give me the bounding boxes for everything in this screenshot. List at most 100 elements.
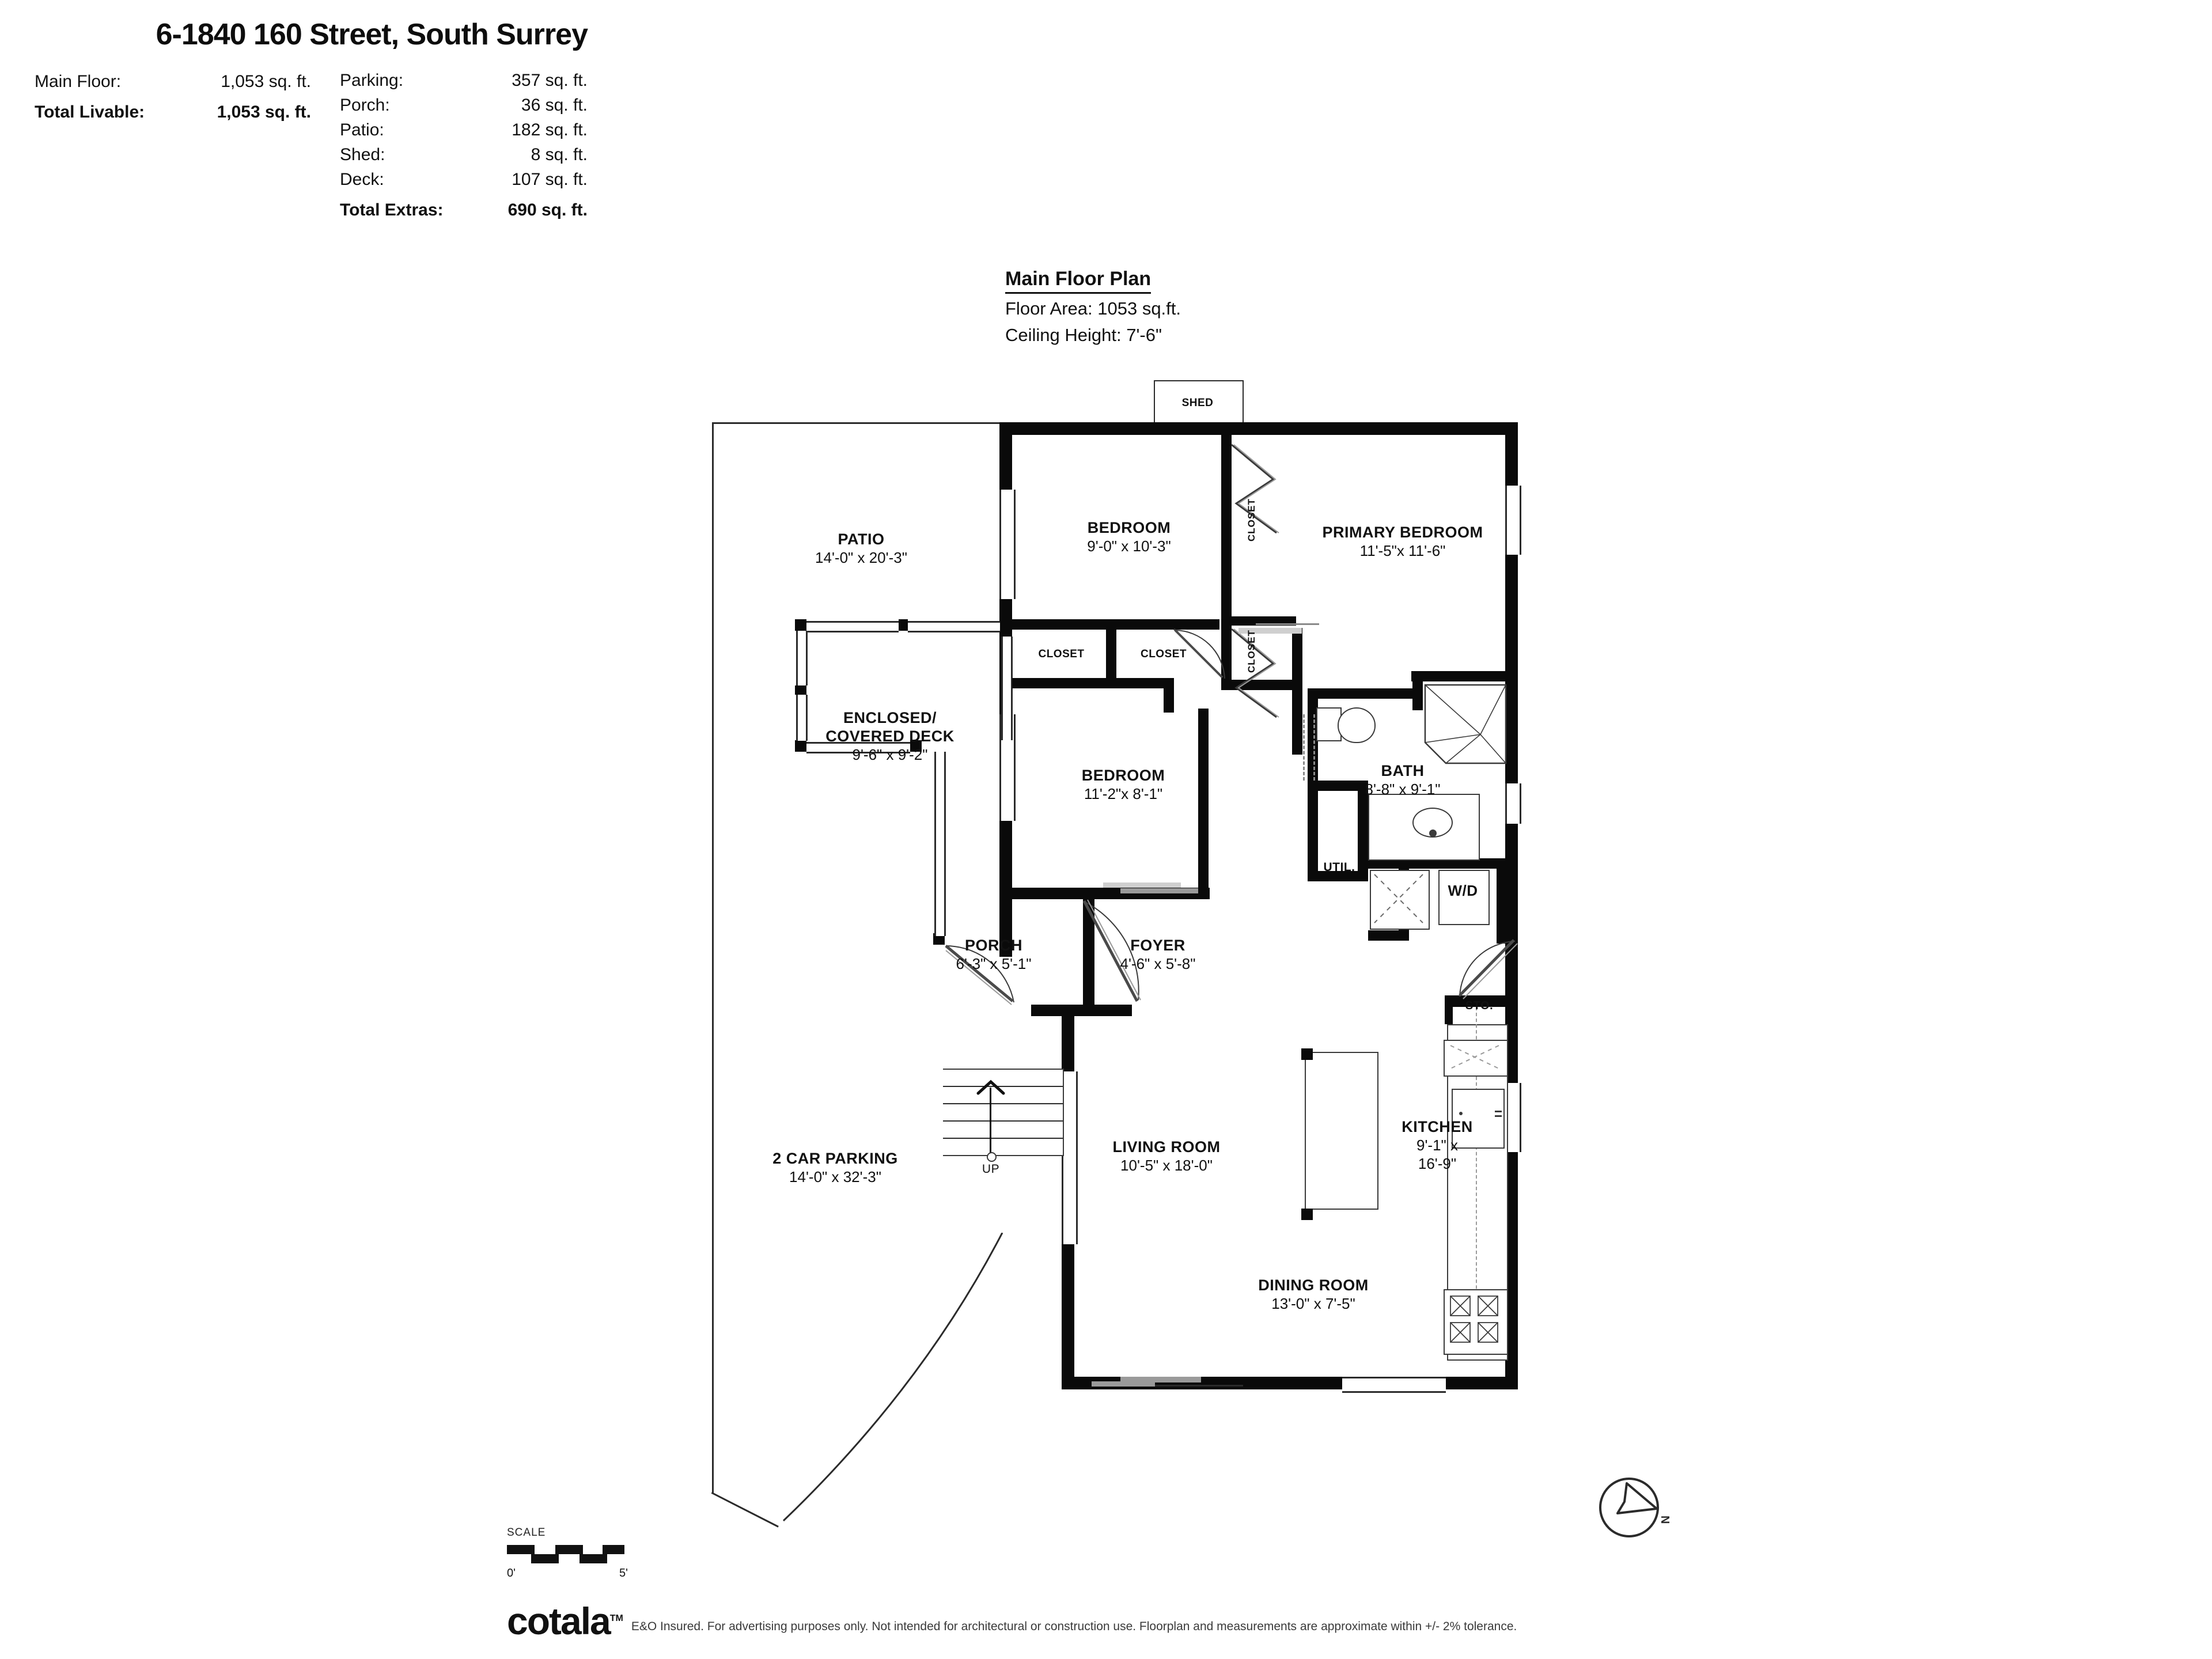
area-row-shed: Shed: 8 sq. ft. <box>340 142 588 167</box>
room-dims: 6'-3" x 5'-1" <box>956 955 1032 972</box>
hall-to-kitchen-door-icon <box>1459 939 1518 999</box>
room-dims-line2: 16'-9" <box>1418 1155 1457 1172</box>
room-label-washer-dryer: W/D <box>1438 881 1487 900</box>
bath-pocket-door-icon2 <box>1313 714 1315 781</box>
disclaimer-text: E&O Insured. For advertising purposes on… <box>631 1620 1517 1633</box>
scale-label: SCALE <box>507 1527 546 1539</box>
closet-bifold-door-lower-icon <box>1231 628 1279 718</box>
stair-tread-3 <box>943 1120 1063 1122</box>
plan-floor-area: Floor Area: 1053 sq.ft. <box>1005 298 1181 319</box>
bottom-slider-rail <box>1120 1377 1201 1382</box>
closet-bifold-door-upper-icon <box>1231 444 1279 534</box>
stair-tread-1 <box>943 1086 1063 1087</box>
range-burners-icon <box>1450 1296 1498 1343</box>
room-name: BEDROOM <box>1087 519 1171 536</box>
room-label-storage: STO. <box>1452 997 1507 1015</box>
area-label: Main Floor: <box>35 72 122 91</box>
stairs-up-label: UP <box>956 1160 1025 1179</box>
driveway-curve <box>782 1233 1003 1522</box>
area-value: 36 sq. ft. <box>521 96 588 115</box>
area-row-patio: Patio: 182 sq. ft. <box>340 118 588 142</box>
room-dims: 10'-5" x 18'-0" <box>1120 1157 1213 1174</box>
refrigerator-icon <box>1452 1089 1505 1149</box>
bottom-slider-rail2 <box>1092 1381 1155 1387</box>
deck-railing-left2 <box>796 695 808 741</box>
bedroom-mid-door-slider <box>1103 882 1181 888</box>
wall-bath-left <box>1308 688 1318 781</box>
deck-railing-right <box>1001 637 1013 740</box>
room-name: SHED <box>1181 397 1214 409</box>
room-dims: 4'-6" x 5'-8" <box>1120 955 1196 972</box>
wall-hall-closet-right <box>1164 678 1174 713</box>
window-left-bedroom-mid <box>999 714 1016 821</box>
primary-door-slider-rail <box>1256 623 1319 625</box>
closet-label-primary-lower: CLOSET <box>1246 630 1257 673</box>
logo-text: cotala <box>507 1600 611 1642</box>
room-name: FOYER <box>1130 937 1185 954</box>
wall-laundry-bottom <box>1368 930 1406 941</box>
area-label: Porch: <box>340 96 390 115</box>
stair-pivot-icon <box>987 1152 997 1162</box>
room-label-porch: PORCH 6'-3" x 5'-1" <box>922 936 1066 973</box>
cotala-logo: cotalaTM <box>507 1601 623 1640</box>
area-label: Parking: <box>340 71 404 90</box>
bath-pocket-door-icon <box>1303 714 1305 781</box>
sink-drain-icon <box>1429 830 1437 837</box>
wall-util-bottom <box>1308 871 1368 881</box>
area-row-parking: Parking: 357 sq. ft. <box>340 68 588 93</box>
wall-bedroom-mid-right <box>1198 709 1209 899</box>
area-summary-right: Parking: 357 sq. ft. Porch: 36 sq. ft. P… <box>340 68 588 222</box>
kitchen-sink-cross-icon <box>1450 1045 1499 1069</box>
room-name: UTIL. <box>1323 861 1355 874</box>
stairs <box>943 1069 1064 1156</box>
room-name-line1: ENCLOSED/ <box>843 709 937 726</box>
compass-rose: N <box>1590 1472 1676 1558</box>
area-value: 690 sq. ft. <box>507 200 588 219</box>
scale-bar-graphic <box>507 1541 624 1566</box>
compass-north-label: N <box>1658 1516 1671 1524</box>
refrigerator-handle2-icon <box>1495 1115 1502 1117</box>
room-dims: 9'-6" x 9'-2" <box>852 746 928 763</box>
room-label-foyer: FOYER 4'-6" x 5'-8" <box>1086 936 1230 973</box>
scale-end-label: 5' <box>619 1567 628 1580</box>
island-corner-bottom <box>1301 1209 1313 1220</box>
room-label-primary-bedroom: PRIMARY BEDROOM 11'-5"x 11'-6" <box>1299 523 1506 560</box>
lot-boundary-top <box>712 422 1000 424</box>
room-label-living-room: LIVING ROOM 10'-5" x 18'-0" <box>1069 1138 1264 1175</box>
area-label: Total Extras: <box>340 200 444 219</box>
lot-boundary-left <box>712 422 714 1494</box>
room-label-patio: PATIO 14'-0" x 20'-3" <box>775 530 948 567</box>
room-dims-line1: 9'-1" x <box>1416 1137 1458 1154</box>
stair-tread-4 <box>943 1138 1063 1139</box>
room-name: CLOSET <box>1038 648 1085 660</box>
area-row-deck: Deck: 107 sq. ft. <box>340 167 588 192</box>
room-dims: 14'-0" x 32'-3" <box>789 1168 881 1185</box>
wall-storage-left <box>1445 995 1453 1024</box>
window-bottom-dining <box>1342 1377 1446 1393</box>
room-label-bedroom-top: BEDROOM 9'-0" x 10'-3" <box>1043 518 1215 555</box>
wall-bath-nook <box>1412 681 1423 710</box>
room-label-bedroom-mid: BEDROOM 11'-2"x 8'-1" <box>1037 766 1210 803</box>
closet-label-primary-upper: CLOSET <box>1246 498 1257 541</box>
room-name: DINING ROOM <box>1258 1277 1369 1294</box>
wall-foyer-bottom <box>1031 1005 1132 1016</box>
scale-bar-block: SCALE 0' 5' <box>507 1527 628 1580</box>
wall-bath-right-seg <box>1497 869 1507 944</box>
wall-hall-closet-bottom2 <box>1106 678 1166 688</box>
closet-label-hall-2: CLOSET <box>1118 645 1210 664</box>
deck-railing-left <box>796 631 808 685</box>
kitchen-island <box>1305 1052 1378 1210</box>
area-row-porch: Porch: 36 sq. ft. <box>340 93 588 118</box>
room-name: PRIMARY BEDROOM <box>1322 524 1483 541</box>
room-name: STO. <box>1465 999 1494 1012</box>
bedroom-top-door-icon <box>1173 628 1225 679</box>
area-row-total-extras: Total Extras: 690 sq. ft. <box>340 198 588 222</box>
room-dims: 11'-5"x 11'-6" <box>1359 542 1446 559</box>
wall-util-top <box>1308 781 1368 791</box>
deck-corner-br <box>910 740 922 752</box>
area-label: Total Livable: <box>35 103 145 122</box>
wall-hall-closet-divider <box>1106 619 1116 688</box>
room-label-parking: 2 CAR PARKING 14'-0" x 32'-3" <box>720 1149 950 1186</box>
bottom-slider-panel <box>1102 1385 1243 1387</box>
room-name: BATH <box>1381 762 1425 779</box>
